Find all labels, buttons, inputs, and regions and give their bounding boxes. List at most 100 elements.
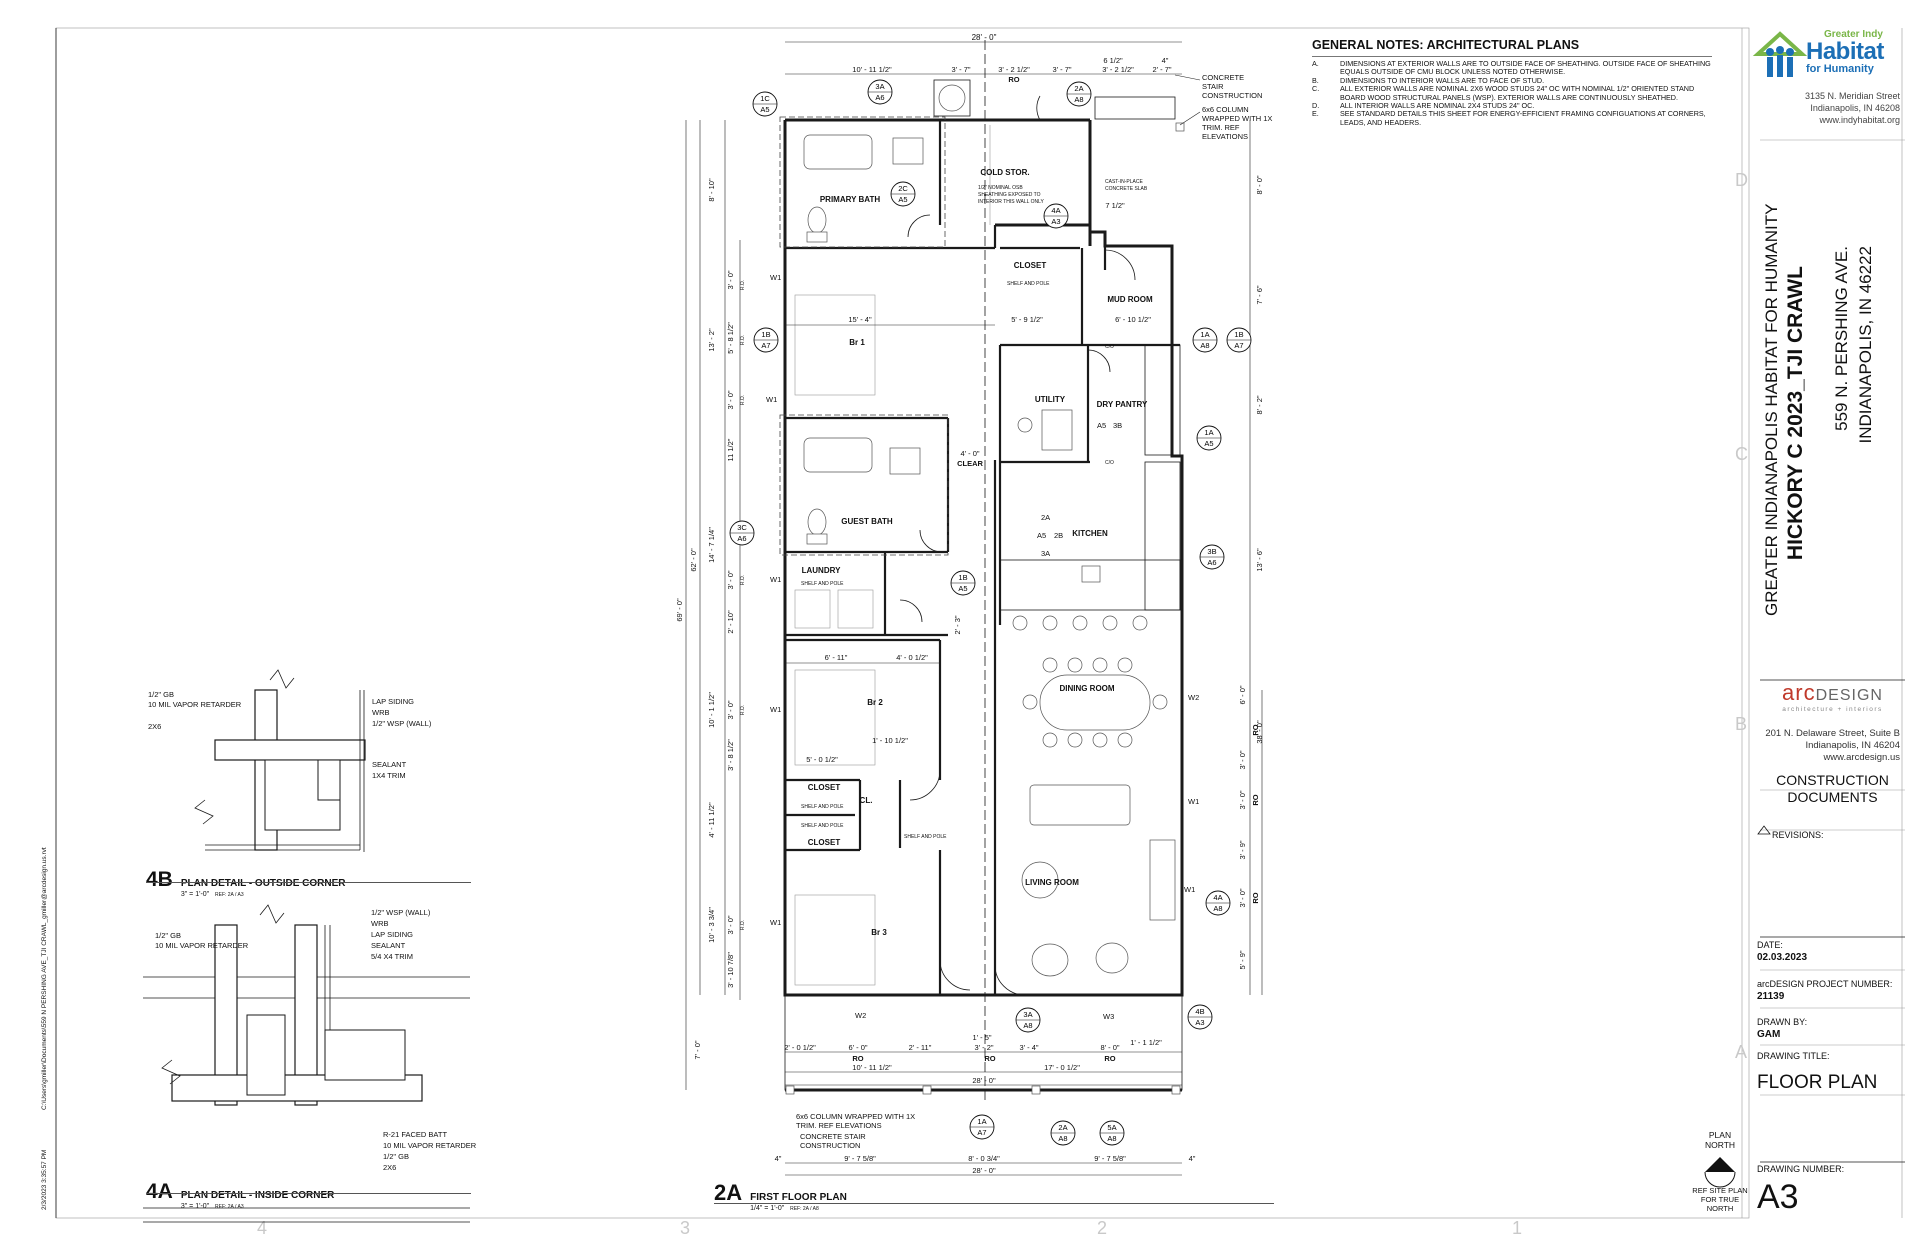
callout-sheet: A3 bbox=[1051, 217, 1060, 226]
date-label: DATE: bbox=[1757, 940, 1783, 950]
note-osb-3: INTERIOR THIS WALL ONLY bbox=[978, 199, 1045, 205]
note-shelf-3: SHELF AND POLE bbox=[801, 804, 844, 810]
north-l1: PLAN bbox=[1708, 1130, 1732, 1140]
room-br1: Br 1 bbox=[849, 338, 865, 347]
callout-detail: 3C bbox=[737, 523, 747, 532]
detail-4a-bottom-labels: R-21 FACED BATT 10 MIL VAPOR RETARDER 1/… bbox=[383, 1129, 476, 1173]
dim-left-13-2: 13' - 2" bbox=[707, 328, 716, 352]
note-col-1: 6x6 COLUMN bbox=[1202, 105, 1249, 114]
dim-ro-l3: R.O. bbox=[740, 575, 746, 585]
dim-ro-l1: R.O. bbox=[740, 280, 746, 290]
detail-4b-title: 4B PLAN DETAIL - OUTSIDE CORNER 3" = 1'-… bbox=[146, 868, 346, 901]
dim-l-3-0e: 3' - 0" bbox=[726, 915, 735, 934]
dim-r-6-0: 6' - 0" bbox=[1238, 685, 1247, 704]
detail-4b-num: 4B bbox=[146, 868, 173, 891]
callout-detail: 1B bbox=[761, 330, 770, 339]
detail-4a-num: 4A bbox=[146, 1180, 173, 1203]
dim-t2: 3' - 2 1/2" bbox=[998, 65, 1030, 74]
grid-col-2: 2 bbox=[1097, 1218, 1107, 1238]
dim-ro-a: RO bbox=[852, 1054, 863, 1063]
dim-ro-c: RO bbox=[1104, 1054, 1115, 1063]
callout-detail: 3A bbox=[1023, 1010, 1032, 1019]
dim-bot-17-0: 17' - 0 1/2" bbox=[1044, 1063, 1080, 1072]
callout-detail: 1A bbox=[1204, 428, 1213, 437]
grid-row-b: B bbox=[1735, 714, 1747, 734]
drawing-title: FLOOR PLAN bbox=[1757, 1072, 1878, 1093]
room-mud-room: MUD ROOM bbox=[1107, 295, 1153, 304]
north-arrow-icon bbox=[1704, 1157, 1736, 1188]
room-utility: UTILITY bbox=[1035, 395, 1066, 404]
note-cip-2: CONCRETE SLAB bbox=[1105, 186, 1148, 192]
label: 1X4 TRIM bbox=[372, 771, 406, 780]
callout-detail: 3B bbox=[1207, 547, 1216, 556]
callout-detail: 1A bbox=[977, 1117, 986, 1126]
callout-detail: 3A bbox=[875, 82, 884, 91]
room-cl: CL. bbox=[860, 796, 873, 805]
detail-4a-rule bbox=[146, 1193, 471, 1194]
callout-sheet: A7 bbox=[761, 341, 770, 350]
projno-label: arcDESIGN PROJECT NUMBER: bbox=[1757, 979, 1893, 989]
detail-4b-title-text: PLAN DETAIL - OUTSIDE CORNER bbox=[180, 878, 346, 889]
dim-bot-1-5: 1' - 5" bbox=[972, 1033, 991, 1042]
dim-top-overall: 28' - 0" bbox=[972, 33, 997, 42]
note-item: A.DIMENSIONS AT EXTERIOR WALLS ARE TO OU… bbox=[1312, 59, 1711, 77]
room-laundry: LAUNDRY bbox=[802, 566, 841, 575]
note-item: E.SEE STANDARD DETAILS THIS SHEET FOR EN… bbox=[1312, 109, 1706, 127]
callout-sheet: A5 bbox=[760, 105, 769, 114]
tag-co: C/O bbox=[1105, 344, 1114, 350]
dim-left-10-1: 10' - 1 1/2" bbox=[707, 692, 716, 728]
north-r1: REF SITE PLAN bbox=[1692, 1186, 1748, 1195]
north-r3: NORTH bbox=[1706, 1204, 1734, 1213]
grid-row-d: D bbox=[1735, 170, 1748, 190]
dim-bot-3-2: 3' - 2" bbox=[974, 1043, 993, 1052]
kitchen-tag-a: 2A bbox=[1041, 513, 1050, 522]
plan-title: 2A FIRST FLOOR PLAN 1/4" = 1'-0" REF: 2A… bbox=[714, 1180, 847, 1215]
arc-tagline: architecture + interiors bbox=[1782, 706, 1883, 713]
clear-label: CLEAR bbox=[957, 459, 983, 468]
section-callouts: 1CA53AA62AA82CA54AA31BA71AA81BA71AA53CA6… bbox=[729, 79, 1252, 1146]
habitat-web: www.indyhabitat.org bbox=[1819, 115, 1900, 125]
dim-t3: 3' - 7" bbox=[1052, 65, 1071, 74]
projno-value: 21139 bbox=[1757, 991, 1785, 1002]
north-ref: REF SITE PLAN FOR TRUE NORTH bbox=[1686, 1186, 1754, 1213]
callout-detail: 2A bbox=[1074, 84, 1083, 93]
callout-detail: 5A bbox=[1107, 1123, 1116, 1132]
arc-logo-b: DESIGN bbox=[1815, 687, 1883, 704]
grid-row-a: A bbox=[1735, 1042, 1747, 1062]
dim-bot-8-0-3: 8' - 0 3/4" bbox=[968, 1154, 1000, 1163]
callout-sheet: A8 bbox=[1023, 1021, 1032, 1030]
dim-r-7-6: 7' - 6" bbox=[1255, 285, 1264, 304]
dim-bot-1-1: 1' - 1 1/2" bbox=[1130, 1038, 1162, 1047]
callout-sheet: A8 bbox=[1058, 1134, 1067, 1143]
dim-t4: 6 1/2" bbox=[1103, 56, 1123, 65]
dim-t7: 2' - 7" bbox=[1152, 65, 1171, 74]
label: SEALANT bbox=[372, 760, 407, 769]
note-shelf-5: SHELF AND POLE bbox=[904, 834, 947, 840]
habitat-logo: Greater Indy Habitat for Humanity bbox=[1806, 30, 1884, 75]
date-value: 02.03.2023 bbox=[1757, 952, 1808, 963]
title-label: DRAWING TITLE: bbox=[1757, 1051, 1830, 1061]
callout-detail: 4A bbox=[1051, 206, 1060, 215]
tag-w3: W3 bbox=[1103, 1012, 1114, 1021]
dim-6-10: 6' - 10 1/2" bbox=[1115, 315, 1151, 324]
phase-line2: DOCUMENTS bbox=[1787, 789, 1878, 805]
room-living: LIVING ROOM bbox=[1025, 878, 1079, 887]
